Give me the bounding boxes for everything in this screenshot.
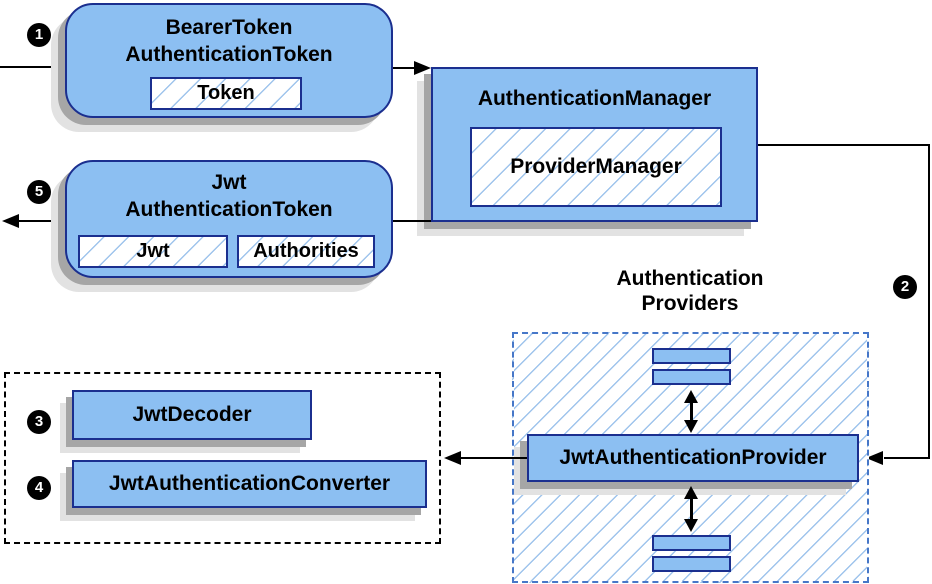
- bearer-token-title-line2: AuthenticationToken: [125, 43, 333, 66]
- flow5-arrowhead: [2, 214, 19, 228]
- provider-placeholder-bar-3: [652, 535, 731, 551]
- flow2-arrowhead: [866, 451, 883, 465]
- provider-list-arrow-top: [683, 390, 699, 433]
- jwt-field: Jwt: [78, 235, 228, 268]
- jwt-token-title-line1: Jwt: [211, 171, 247, 194]
- authentication-providers-label-line1: Authentication: [616, 267, 764, 290]
- step-5-badge: 5: [27, 180, 51, 204]
- flow1-incoming-line: [0, 66, 66, 68]
- provider-placeholder-bar-4: [652, 556, 731, 572]
- jwt-authentication-converter-label: JwtAuthenticationConverter: [108, 472, 391, 495]
- arrow-shaft: [689, 493, 693, 525]
- provider-manager-field: ProviderManager: [470, 127, 722, 207]
- jwt-decoder-label: JwtDecoder: [132, 403, 252, 426]
- decoder-group-box: [4, 372, 441, 544]
- jwt-authentication-provider-node: JwtAuthenticationProvider: [527, 434, 859, 482]
- flow5-connector-line: [393, 220, 431, 222]
- provider-list-arrow-bottom: [683, 486, 699, 532]
- flow1-arrow-line: [393, 67, 419, 69]
- authentication-manager-title: AuthenticationManager: [477, 87, 712, 110]
- token-field: Token: [150, 77, 302, 110]
- arrowhead-up: [684, 486, 698, 499]
- flow2-line-top: [758, 144, 930, 146]
- arrow-shaft: [689, 397, 693, 426]
- provider-placeholder-bar-2: [652, 369, 731, 385]
- jwt-authentication-provider-label: JwtAuthenticationProvider: [559, 446, 827, 469]
- flow2-line-vertical: [928, 144, 930, 459]
- step-1-badge: 1: [27, 23, 51, 47]
- jwt-authentication-token-node: Jwt AuthenticationToken Jwt Authorities: [65, 160, 393, 278]
- jwt-decoder-node: JwtDecoder: [72, 390, 312, 440]
- flow3-arrowhead: [444, 451, 461, 465]
- flow5-out-line: [12, 220, 65, 222]
- step-3-badge: 3: [27, 410, 51, 434]
- authorities-field: Authorities: [237, 235, 375, 268]
- flow2-line-bottom: [884, 457, 930, 459]
- step-4-badge: 4: [27, 476, 51, 500]
- bearer-token-title-line1: BearerToken: [165, 16, 293, 39]
- bearer-token-node: BearerToken AuthenticationToken Token: [65, 3, 393, 118]
- jwt-token-title: Jwt AuthenticationToken: [67, 169, 391, 223]
- authentication-providers-label-line2: Providers: [641, 292, 739, 315]
- jwt-authentication-converter-node: JwtAuthenticationConverter: [72, 460, 427, 508]
- jwt-token-title-line2: AuthenticationToken: [125, 198, 333, 221]
- step-2-badge: 2: [893, 275, 917, 299]
- flow1-arrowhead: [414, 61, 431, 75]
- arrowhead-down: [684, 519, 698, 532]
- flow3-line: [458, 457, 527, 459]
- bearer-token-title: BearerToken AuthenticationToken: [67, 14, 391, 68]
- arrowhead-down: [684, 420, 698, 433]
- arrowhead-up: [684, 390, 698, 403]
- authentication-providers-label: Authentication Providers: [580, 266, 800, 316]
- provider-placeholder-bar-1: [652, 348, 731, 364]
- authentication-manager-node: AuthenticationManager ProviderManager: [431, 67, 758, 222]
